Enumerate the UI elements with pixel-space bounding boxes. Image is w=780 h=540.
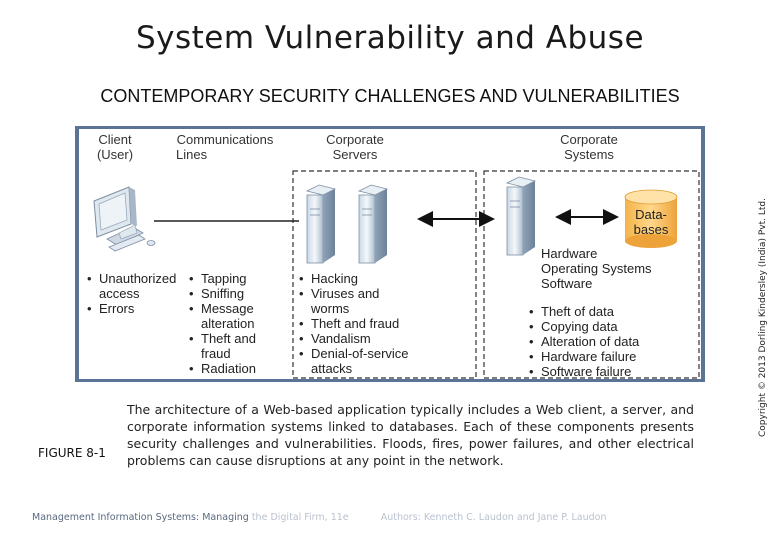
list-item: Theft of data bbox=[529, 304, 639, 319]
server-icon-3 bbox=[507, 177, 535, 255]
list-item: Tapping bbox=[189, 271, 256, 286]
list-item: Copying data bbox=[529, 319, 639, 334]
footer-edition: the Digital Firm, 11e bbox=[252, 512, 349, 523]
slide-subtitle: CONTEMPORARY SECURITY CHALLENGES AND VUL… bbox=[0, 86, 780, 107]
header-client: Client(User) bbox=[85, 132, 145, 162]
list-item: Theft and fraud bbox=[299, 316, 409, 331]
list-item: Hardware failure bbox=[529, 349, 639, 364]
list-item: Radiation bbox=[189, 361, 256, 376]
list-item: Alteration of data bbox=[529, 334, 639, 349]
list-item: Software failure bbox=[529, 364, 639, 379]
footer: Management Information Systems: Managing… bbox=[32, 512, 607, 523]
systems-components: Hardware Operating Systems Software bbox=[541, 246, 652, 291]
list-item: Vandalism bbox=[299, 331, 409, 346]
figure-number: FIGURE 8-1 bbox=[38, 446, 106, 460]
figure-caption: The architecture of a Web-based applicat… bbox=[127, 401, 694, 469]
system-threats-list: Theft of data Copying data Alteration of… bbox=[529, 304, 639, 379]
copyright-notice: Copyright © 2013 Dorling Kindersley (Ind… bbox=[758, 157, 768, 437]
footer-book-title: Management Information Systems: Managing bbox=[32, 512, 249, 523]
server-icon-2 bbox=[359, 185, 387, 263]
database-label: Data-bases bbox=[625, 207, 677, 237]
server-icon-1 bbox=[307, 185, 335, 263]
client-computer-icon bbox=[94, 187, 155, 251]
slide-title: System Vulnerability and Abuse bbox=[0, 20, 780, 56]
list-item: Errors bbox=[87, 301, 176, 316]
footer-authors: Authors: Kenneth C. Laudon and Jane P. L… bbox=[381, 512, 607, 523]
list-item: Sniffing bbox=[189, 286, 256, 301]
list-item: Hacking bbox=[299, 271, 409, 286]
